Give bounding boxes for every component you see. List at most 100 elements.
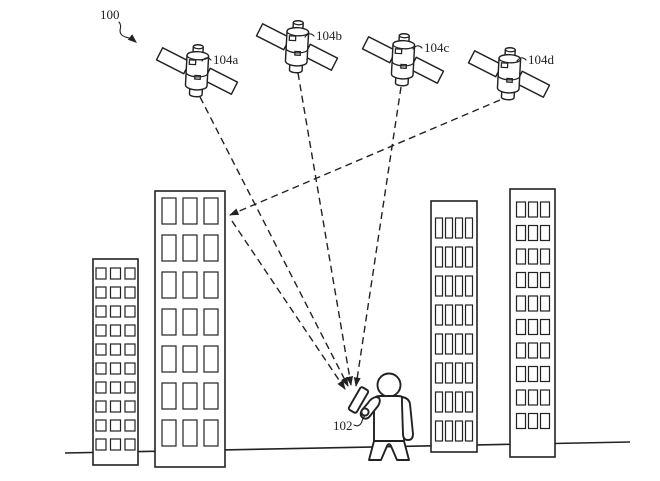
building-window	[515, 412, 527, 430]
signal-104a-to-device	[199, 96, 349, 387]
building-window	[515, 389, 527, 406]
person-hand	[360, 407, 370, 417]
building-window	[515, 201, 527, 218]
building-window	[124, 381, 136, 394]
building-window	[464, 304, 474, 326]
building-window	[161, 345, 177, 373]
building-window	[109, 438, 122, 451]
reference-arrow-curve	[118, 21, 130, 39]
device-label: 102	[333, 418, 353, 433]
building-window	[124, 343, 136, 356]
building-window	[95, 286, 107, 299]
building-window	[515, 224, 527, 242]
building-window	[539, 365, 551, 383]
building-3	[430, 200, 478, 453]
building-window	[182, 419, 198, 447]
leader-102	[353, 414, 367, 427]
building-window	[203, 234, 219, 262]
building-window	[527, 271, 539, 289]
building-window	[95, 419, 107, 432]
building-window	[434, 246, 444, 268]
building-window	[454, 304, 464, 326]
building-window	[95, 324, 107, 337]
building-window	[203, 308, 219, 336]
building-3-body	[430, 200, 478, 453]
building-window	[539, 248, 551, 265]
building-window	[124, 286, 136, 299]
building-window	[109, 343, 122, 356]
building-window	[527, 365, 539, 383]
person-legs	[368, 440, 410, 461]
building-window	[539, 271, 551, 289]
building-window	[109, 362, 122, 375]
building-window	[539, 295, 551, 312]
building-window	[203, 345, 219, 373]
building-window	[434, 391, 444, 413]
building-window	[161, 234, 177, 262]
city-buildings	[92, 188, 556, 468]
person-head	[376, 372, 402, 398]
building-window	[539, 342, 551, 359]
building-window	[109, 286, 122, 299]
building-window	[182, 271, 198, 299]
building-window	[464, 217, 474, 239]
building-window	[515, 295, 527, 312]
building-window	[182, 234, 198, 262]
building-window	[539, 224, 551, 242]
building-window	[454, 391, 464, 413]
building-window	[95, 305, 107, 318]
building-window	[182, 345, 198, 373]
building-window	[539, 389, 551, 406]
building-window	[444, 362, 454, 384]
building-window	[203, 419, 219, 447]
building-window	[124, 400, 136, 413]
building-1	[92, 258, 139, 466]
building-window	[527, 389, 539, 406]
building-window	[515, 271, 527, 289]
building-window	[109, 419, 122, 432]
building-window	[527, 412, 539, 430]
signal-104c-to-device	[353, 86, 402, 387]
building-window	[539, 201, 551, 218]
building-window	[444, 304, 454, 326]
building-window	[515, 365, 527, 383]
signal-104d-to-building	[229, 99, 501, 216]
building-window	[95, 400, 107, 413]
building-window	[454, 362, 464, 384]
building-window	[203, 382, 219, 410]
building-window	[109, 324, 122, 337]
building-window	[464, 275, 474, 297]
satellite-label-104b: 104b	[316, 28, 342, 43]
building-window	[464, 246, 474, 268]
building-window	[434, 420, 444, 442]
building-window	[95, 381, 107, 394]
building-window	[124, 438, 136, 451]
building-window	[161, 308, 177, 336]
building-window	[161, 271, 177, 299]
building-window	[454, 275, 464, 297]
building-window	[124, 419, 136, 432]
building-window	[434, 217, 444, 239]
handheld-device	[347, 386, 370, 414]
building-window	[95, 343, 107, 356]
leader-104a	[201, 57, 212, 62]
building-2	[154, 190, 226, 468]
building-window	[124, 305, 136, 318]
building-window	[464, 420, 474, 442]
building-window	[434, 275, 444, 297]
building-window	[464, 391, 474, 413]
building-window	[161, 382, 177, 410]
building-window	[444, 275, 454, 297]
building-window	[203, 197, 219, 225]
satellite-label-104a: 104a	[213, 52, 239, 67]
building-4	[509, 188, 556, 458]
building-window	[124, 362, 136, 375]
building-window	[444, 217, 454, 239]
building-window	[161, 197, 177, 225]
building-window	[182, 308, 198, 336]
leader-104d	[516, 57, 527, 62]
building-window	[203, 271, 219, 299]
building-window	[95, 438, 107, 451]
building-window	[444, 333, 454, 355]
